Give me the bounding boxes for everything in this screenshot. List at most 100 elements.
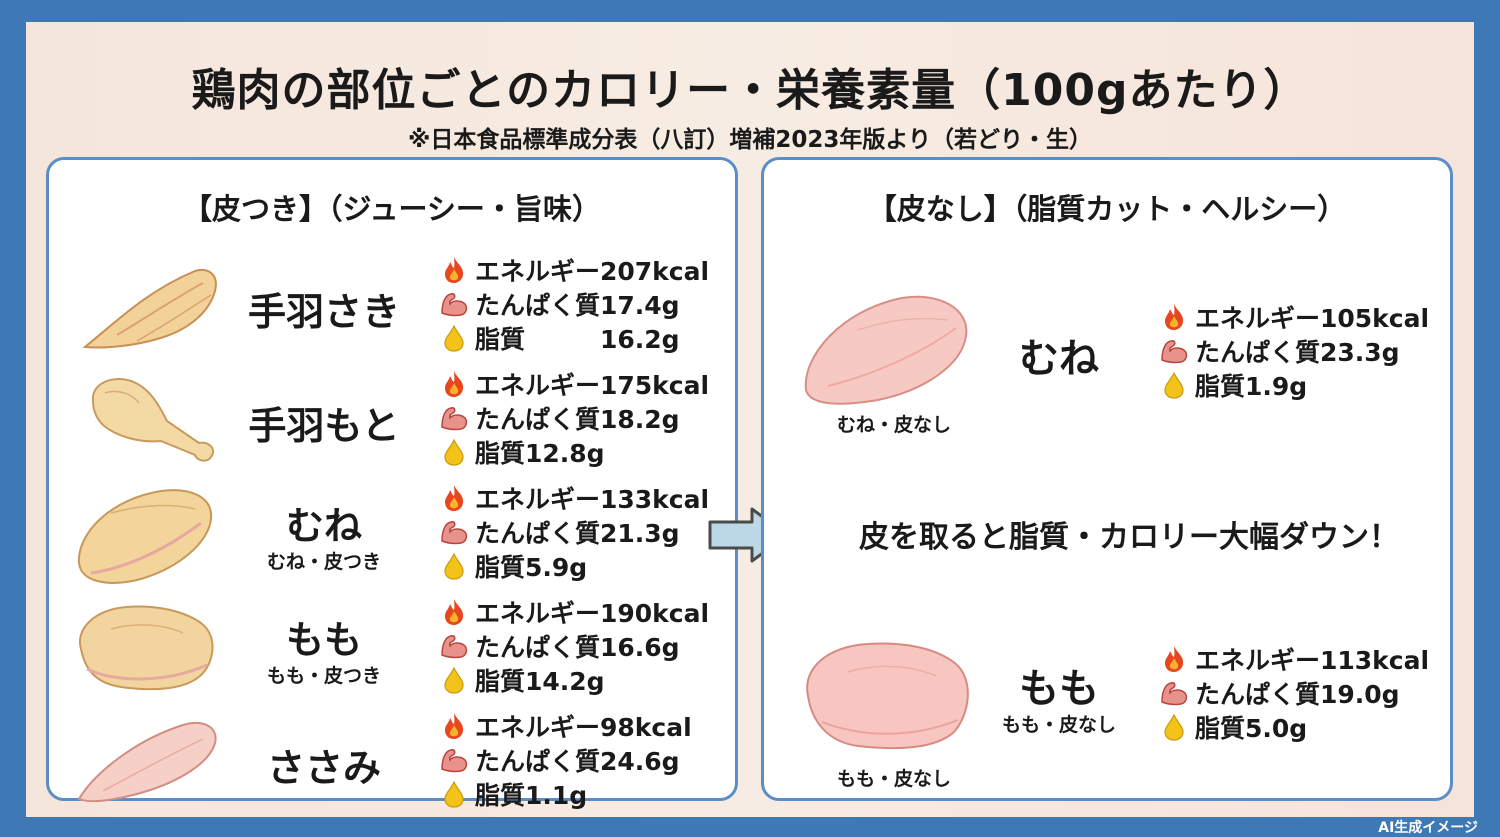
oil-drop-icon — [439, 779, 469, 809]
energy-value: エネルギー105kcal — [1195, 304, 1430, 333]
thigh-skin-off-illustration — [806, 642, 969, 750]
wing-tip-illustration — [82, 269, 217, 349]
fire-icon — [439, 255, 469, 285]
tenderloin-illustration — [77, 722, 217, 803]
breast-skin-off-row: むね・皮なし むね エネルギー105kcal たんぱく質23.3g 脂質1.9g — [764, 286, 1450, 436]
nutrition-list: エネルギー133kcal たんぱく質21.3g 脂質5.9g — [439, 481, 739, 583]
part-subtitle: もも・皮なし — [1001, 714, 1116, 736]
energy-value: エネルギー98kcal — [475, 713, 692, 742]
energy-stat: エネルギー98kcal — [439, 709, 739, 743]
energy-value: エネルギー190kcal — [475, 599, 710, 628]
page-subtitle: ※日本食品標準成分表（八訂）増補2023年版より（若どり・生） — [408, 127, 1092, 153]
drumette-illustration — [91, 378, 215, 462]
protein-value: たんぱく質21.3g — [475, 519, 680, 548]
energy-value: エネルギー113kcal — [1195, 646, 1430, 675]
tenderloin-row: ささみ エネルギー98kcal たんぱく質24.6g 脂質1.1g — [49, 709, 735, 823]
wing-drumette-row: 手羽もと エネルギー175kcal たんぱく質18.2g 脂質12.8g — [49, 367, 735, 481]
muscle-arm-icon — [439, 403, 469, 433]
oil-drop-icon — [439, 665, 469, 695]
fire-icon — [439, 369, 469, 399]
protein-value: たんぱく質23.3g — [1195, 338, 1400, 367]
energy-stat: エネルギー207kcal — [439, 253, 739, 287]
protein-stat: たんぱく質18.2g — [439, 401, 739, 435]
page-title: 鶏肉の部位ごとのカロリー・栄養素量（100gあたり） — [191, 65, 1309, 116]
part-name: むね — [285, 504, 362, 548]
fat-value: 脂質5.9g — [475, 553, 588, 582]
skin-off-heading: 【皮なし】（脂質カット・ヘルシー） — [867, 192, 1347, 226]
skin-removal-message: 皮を取ると脂質・カロリー大幅ダウン！ — [859, 520, 1399, 555]
protein-value: たんぱく質19.0g — [1195, 680, 1400, 709]
muscle-arm-icon — [1159, 678, 1189, 708]
thigh-skin-on-illustration — [78, 605, 214, 691]
illustration-caption: もも・皮なし — [836, 768, 951, 790]
muscle-arm-icon — [1159, 336, 1189, 366]
fat-stat: 脂質5.0g — [1159, 710, 1449, 744]
fire-icon — [439, 597, 469, 627]
energy-stat: エネルギー190kcal — [439, 595, 739, 629]
nutrition-list: エネルギー190kcal たんぱく質16.6g 脂質14.2g — [439, 595, 739, 697]
energy-value: エネルギー133kcal — [475, 485, 710, 514]
thigh-skin-off-row: もも・皮なし もも もも・皮なし エネルギー113kcal たんぱく質19.0g… — [764, 610, 1450, 790]
ai-generated-credit: AI生成イメージ — [1378, 820, 1478, 836]
part-name: 手羽さき — [247, 290, 400, 334]
oil-drop-icon — [1159, 370, 1189, 400]
part-name: ささみ — [266, 746, 381, 790]
energy-stat: エネルギー113kcal — [1159, 642, 1449, 676]
protein-stat: たんぱく質24.6g — [439, 743, 739, 777]
nutrition-list: エネルギー113kcal たんぱく質19.0g 脂質5.0g — [1159, 642, 1449, 744]
breast-skin-on-illustration — [77, 489, 213, 584]
fire-icon — [1159, 644, 1189, 674]
nutrition-list: エネルギー105kcal たんぱく質23.3g 脂質1.9g — [1159, 300, 1449, 402]
fat-value: 脂質1.9g — [1195, 372, 1308, 401]
energy-stat: エネルギー105kcal — [1159, 300, 1449, 334]
nutrition-list: エネルギー175kcal たんぱく質18.2g 脂質12.8g — [439, 367, 739, 469]
energy-stat: エネルギー133kcal — [439, 481, 739, 515]
nutrition-list: エネルギー98kcal たんぱく質24.6g 脂質1.1g — [439, 709, 739, 811]
fat-stat: 脂質1.1g — [439, 777, 739, 811]
part-name: もも — [1019, 666, 1099, 712]
part-name: 手羽もと — [248, 404, 400, 448]
skin-on-heading: 【皮つき】（ジューシー・旨味） — [183, 192, 601, 226]
illustration-caption: むね・皮なし — [836, 414, 951, 436]
part-name: むね — [1019, 336, 1099, 382]
muscle-arm-icon — [439, 289, 469, 319]
thigh-skin-on-row: もも もも・皮つき エネルギー190kcal たんぱく質16.6g 脂質14.2… — [49, 595, 735, 709]
protein-value: たんぱく質17.4g — [475, 291, 680, 320]
fat-stat: 脂質14.2g — [439, 663, 739, 697]
breast-skin-on-row: むね むね・皮つき エネルギー133kcal たんぱく質21.3g 脂質5.9g — [49, 481, 735, 595]
protein-stat: たんぱく質16.6g — [439, 629, 739, 663]
energy-value: エネルギー207kcal — [475, 257, 710, 286]
wing-tip-row: 手羽さき エネルギー207kcal たんぱく質17.4g 脂質 16.2g — [49, 253, 735, 367]
fire-icon — [1159, 302, 1189, 332]
fire-icon — [439, 483, 469, 513]
protein-stat: たんぱく質17.4g — [439, 287, 739, 321]
muscle-arm-icon — [439, 517, 469, 547]
fat-value: 脂質 16.2g — [475, 325, 680, 354]
oil-drop-icon — [439, 323, 469, 353]
protein-value: たんぱく質24.6g — [475, 747, 680, 776]
fat-value: 脂質12.8g — [475, 439, 605, 468]
energy-value: エネルギー175kcal — [475, 371, 710, 400]
infographic-poster: 鶏肉の部位ごとのカロリー・栄養素量（100gあたり） ※日本食品標準成分表（八訂… — [26, 22, 1474, 817]
nutrition-list: エネルギー207kcal たんぱく質17.4g 脂質 16.2g — [439, 253, 739, 355]
part-subtitle: むね・皮つき — [266, 551, 381, 573]
protein-value: たんぱく質16.6g — [475, 633, 680, 662]
fire-icon — [439, 711, 469, 741]
muscle-arm-icon — [439, 631, 469, 661]
fat-stat: 脂質5.9g — [439, 549, 739, 583]
breast-skin-off-illustration — [804, 295, 968, 405]
skin-off-panel: 【皮なし】（脂質カット・ヘルシー） むね・皮なし むね エネルギー105kcal… — [761, 157, 1453, 801]
protein-stat: たんぱく質21.3g — [439, 515, 739, 549]
oil-drop-icon — [439, 437, 469, 467]
part-subtitle: もも・皮つき — [266, 665, 381, 687]
fat-value: 脂質1.1g — [475, 781, 588, 810]
fat-value: 脂質14.2g — [475, 667, 605, 696]
part-name: もも — [285, 618, 362, 662]
protein-stat: たんぱく質19.0g — [1159, 676, 1449, 710]
fat-stat: 脂質1.9g — [1159, 368, 1449, 402]
protein-stat: たんぱく質23.3g — [1159, 334, 1449, 368]
oil-drop-icon — [1159, 712, 1189, 742]
skin-on-panel: 【皮つき】（ジューシー・旨味） 手羽さき エネルギー207kcal たんぱく質1… — [46, 157, 738, 810]
energy-stat: エネルギー175kcal — [439, 367, 739, 401]
fat-value: 脂質5.0g — [1195, 714, 1308, 743]
